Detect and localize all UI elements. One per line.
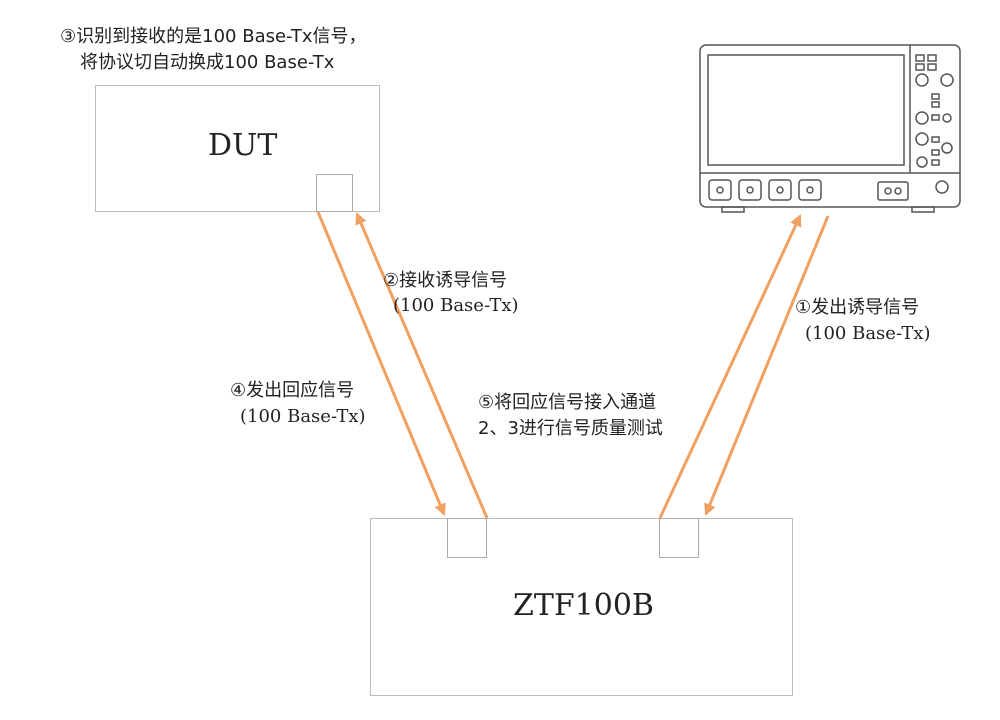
step2-sub: (100 Base-Tx) xyxy=(393,295,519,316)
ztf-port-left xyxy=(447,518,487,558)
step4-label: ④发出回应信号 xyxy=(230,380,355,401)
step5-line2: 2、3进行信号质量测试 xyxy=(478,418,663,439)
step3-note-line1: ③识别到接收的是100 Base-Tx信号， xyxy=(60,26,367,47)
dut-label: DUT xyxy=(208,128,278,163)
step1-label: ①发出诱导信号 xyxy=(795,297,920,318)
step2-label: ②接收诱导信号 xyxy=(383,270,508,291)
step5-line1: ⑤将回应信号接入通道 xyxy=(478,392,657,413)
ztf100b-box xyxy=(370,518,793,696)
ztf-port-right xyxy=(659,518,699,558)
step4-sub: (100 Base-Tx) xyxy=(240,406,366,427)
arrow-step5 xyxy=(658,214,802,519)
dut-port xyxy=(316,174,353,212)
ztf100b-label: ZTF100B xyxy=(513,588,654,623)
arrow-step2 xyxy=(355,212,489,519)
arrow-step4 xyxy=(316,211,446,516)
step1-sub: (100 Base-Tx) xyxy=(805,323,931,344)
step3-note-line2: 将协议切自动换成100 Base-Tx xyxy=(80,52,335,73)
arrow-step1 xyxy=(704,215,830,516)
oscilloscope-icon xyxy=(699,44,961,213)
